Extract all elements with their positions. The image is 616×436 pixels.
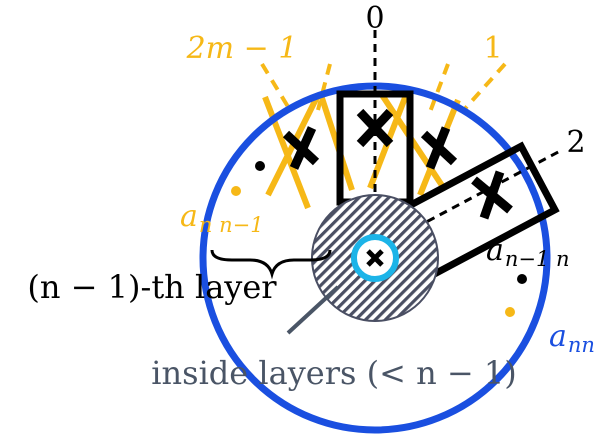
a-nm1-n-label: an−1 n [486, 233, 570, 271]
dot-marker-icon [231, 186, 241, 196]
curly-brace-icon [210, 249, 332, 280]
a-nn-label: ann [549, 319, 595, 357]
inside-layers-label: inside layers (< n − 1) [151, 354, 516, 392]
dot-marker-icon [255, 161, 265, 171]
inside-pointer-line [286, 285, 340, 335]
dot-marker-icon [505, 307, 515, 317]
a-n-nm1-label: an n−1 [180, 199, 264, 237]
x-mark-icon [471, 170, 513, 220]
dashed-direction-rays-orange [260, 62, 507, 114]
x-mark-icon [356, 108, 394, 148]
direction-2m-minus-1-label: 2m − 1 [186, 31, 298, 66]
direction-0-label: 0 [365, 1, 384, 36]
center-x-mark-icon [366, 249, 384, 267]
x-mark-icon [282, 126, 320, 170]
layer-label: (n − 1)-th layer [27, 268, 277, 306]
x-mark-icon [420, 126, 458, 170]
direction-1-label: 1 [483, 31, 502, 66]
direction-2-label: 2 [566, 125, 585, 160]
dot-marker-icon [517, 274, 527, 284]
